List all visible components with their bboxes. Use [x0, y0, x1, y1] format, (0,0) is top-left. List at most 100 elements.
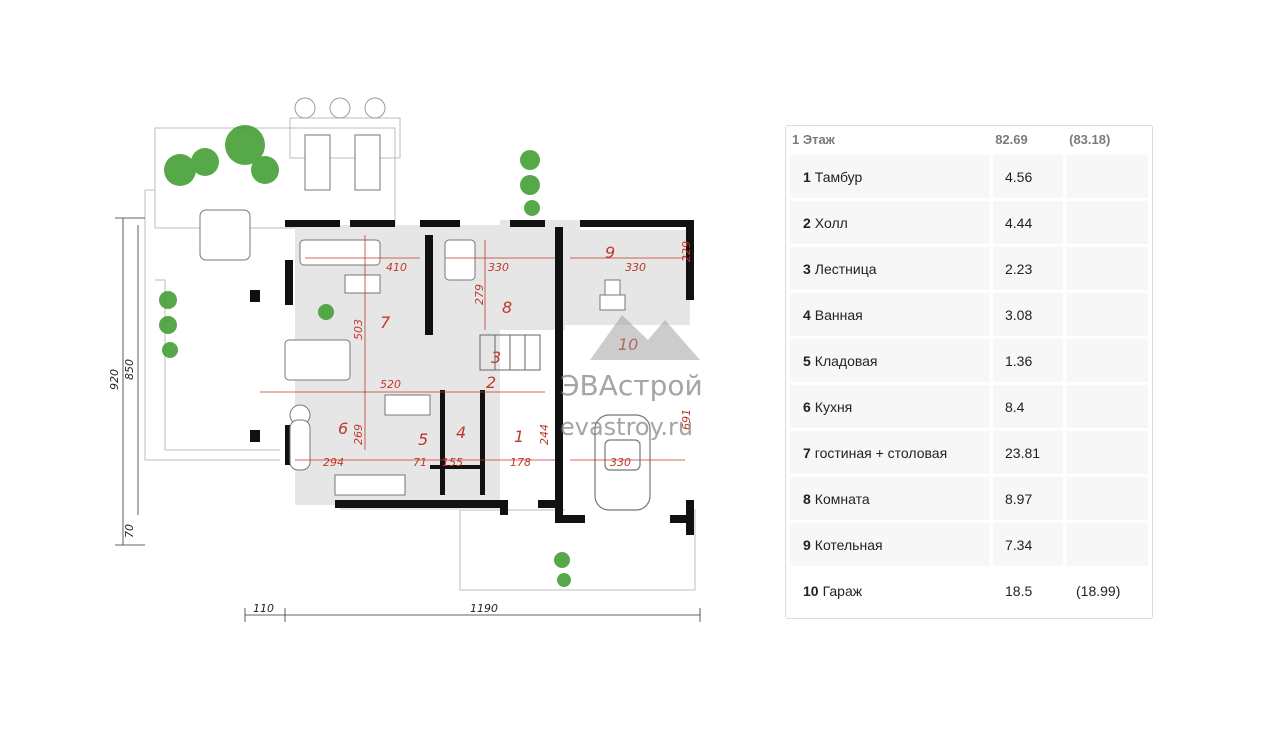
room-name: Холл	[814, 214, 848, 231]
dim-178: 178	[510, 456, 531, 469]
room-name: Тамбур	[814, 168, 863, 185]
dimension-lines	[260, 235, 685, 461]
room-number: 8	[803, 490, 811, 507]
room-area-extra: (18.99)	[1066, 569, 1148, 612]
room-number-7: 7	[380, 313, 391, 332]
room-name: гостиная + столовая	[814, 444, 948, 461]
dim-520: 520	[380, 378, 401, 391]
furniture	[199, 134, 626, 496]
room-name: Котельная	[814, 536, 883, 553]
room-area: 4.44	[993, 201, 1063, 244]
room-name: Ванная	[814, 306, 863, 323]
dim-330-a: 330	[488, 261, 509, 274]
room-number-3: 3	[491, 348, 501, 367]
floor-label: 1 Этаж	[792, 131, 835, 147]
dim-71: 71	[413, 456, 427, 469]
shrubs-top	[294, 97, 386, 119]
floor-fills	[295, 220, 690, 510]
floor-plan: 920 850 70 110 1190 410 330 330 229 279 …	[100, 90, 740, 630]
dim-920: 920	[108, 369, 121, 390]
room-area-extra	[1066, 155, 1148, 198]
staircase	[479, 334, 541, 371]
outer-dimension-lines	[115, 217, 701, 622]
floor-plan-drawing: 920 850 70 110 1190 410 330 330 229 279 …	[108, 97, 703, 622]
dim-294: 294	[323, 456, 344, 469]
room-area: 2.23	[993, 247, 1063, 290]
room-name: Лестница	[814, 260, 877, 277]
room-area: 18.5	[993, 569, 1063, 612]
room-number: 2	[803, 214, 811, 231]
room-area: 7.34	[993, 523, 1063, 566]
room-number: 9	[803, 536, 811, 553]
room-number-9: 9	[605, 243, 615, 262]
floor-area-total: (83.18)	[1069, 131, 1111, 147]
car-outline	[594, 414, 651, 511]
dim-330-c: 330	[610, 456, 631, 469]
dim-410: 410	[386, 261, 407, 274]
dim-110: 110	[253, 602, 274, 615]
dim-155: 155	[442, 456, 463, 469]
room-area-extra	[1066, 523, 1148, 566]
dim-70: 70	[123, 524, 136, 538]
room-area-extra	[1066, 431, 1148, 474]
floor-area: 82.69	[995, 131, 1028, 147]
room-area-extra	[1066, 201, 1148, 244]
dim-850: 850	[123, 359, 136, 380]
room-number-1: 1	[514, 427, 524, 446]
room-area: 8.97	[993, 477, 1063, 520]
dim-330-b: 330	[625, 261, 646, 274]
room-area: 23.81	[993, 431, 1063, 474]
room-area-extra	[1066, 339, 1148, 382]
watermark: ЭВАстрой evastroy.ru	[560, 315, 703, 441]
room-number-8: 8	[502, 298, 512, 317]
room-area: 4.56	[993, 155, 1063, 198]
room-number-5: 5	[418, 430, 428, 449]
table-header: 1 Этаж 82.69 (83.18)	[790, 126, 1148, 152]
watermark-brand: ЭВАстрой	[560, 369, 703, 402]
room-area: 3.08	[993, 293, 1063, 336]
dim-269: 269	[352, 424, 365, 445]
room-area-extra	[1066, 293, 1148, 336]
room-area: 8.4	[993, 385, 1063, 428]
dim-503: 503	[352, 319, 365, 340]
room-number: 3	[803, 260, 811, 277]
room-area-extra	[1066, 477, 1148, 520]
room-number: 5	[803, 352, 811, 369]
room-name: Кладовая	[814, 352, 878, 369]
room-area-extra	[1066, 247, 1148, 290]
dim-279: 279	[473, 284, 486, 305]
room-name: Кухня	[814, 398, 853, 415]
room-number-4: 4	[456, 423, 466, 442]
room-number: 4	[803, 306, 811, 323]
room-area: 1.36	[993, 339, 1063, 382]
room-name: Гараж	[822, 582, 863, 599]
room-area-extra	[1066, 385, 1148, 428]
dim-691: 691	[680, 409, 693, 430]
dim-1190: 1190	[470, 602, 498, 615]
room-number-2: 2	[486, 373, 496, 392]
room-number: 7	[803, 444, 811, 461]
watermark-logo-icon	[590, 315, 700, 360]
room-number: 1	[803, 168, 811, 185]
greenery	[159, 125, 571, 587]
watermark-url: evastroy.ru	[560, 413, 693, 441]
